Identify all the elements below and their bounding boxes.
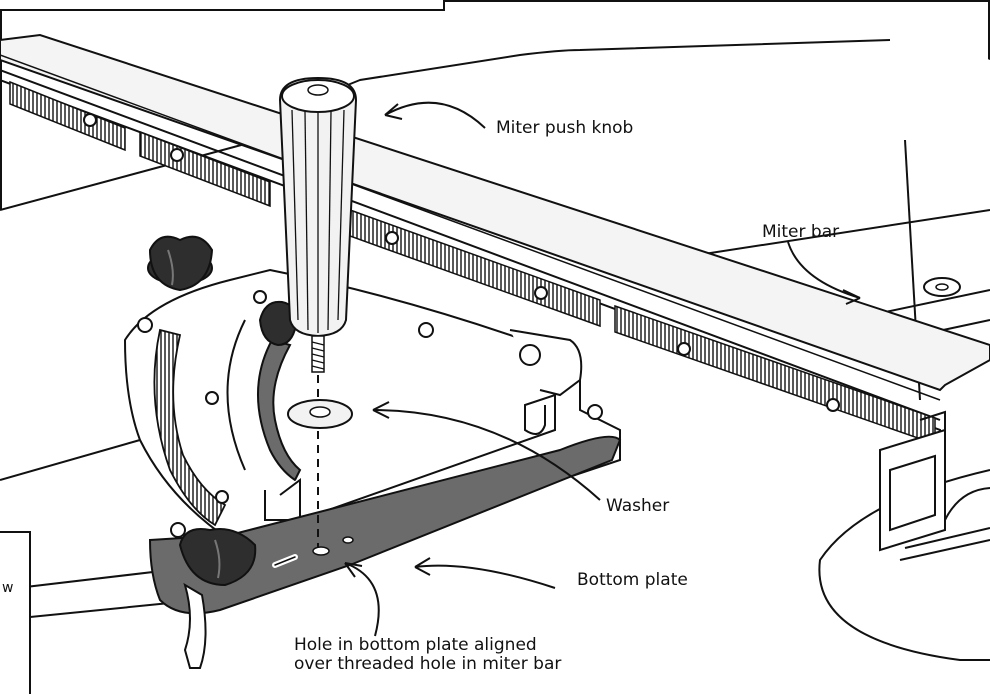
label-washer: Washer — [606, 496, 670, 516]
label-bottom-plate: Bottom plate — [577, 570, 688, 590]
label-miter-bar: Miter bar — [762, 222, 840, 242]
label-hole-line-1: Hole in bottom plate aligned — [294, 635, 537, 655]
label-miter-push-knob: Miter push knob — [496, 118, 634, 138]
fence-extrusion — [0, 33, 990, 552]
miter-push-knob — [278, 76, 358, 373]
washer-shape — [287, 399, 353, 429]
callout-box-left — [0, 531, 31, 694]
label-hole-line-2: over threaded hole in miter bar — [294, 654, 562, 674]
lock-knob-lower — [178, 528, 257, 587]
lock-knob-upper — [147, 235, 214, 292]
left-callout-fragment: w — [2, 580, 14, 596]
bottom-plate-shape — [148, 435, 622, 615]
callout-box-top — [0, 0, 445, 11]
leader-arrows — [344, 101, 861, 637]
